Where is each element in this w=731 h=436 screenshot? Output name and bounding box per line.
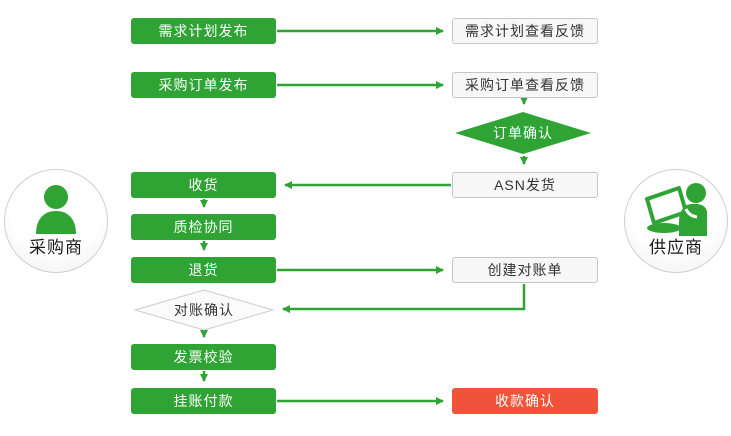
node-po-publish: 采购订单发布: [131, 72, 276, 98]
node-asn-shipping: ASN发货: [452, 172, 598, 198]
person-icon: [36, 185, 76, 234]
node-quality-collaboration: 质检协同: [131, 214, 276, 240]
node-demand-plan-publish: 需求计划发布: [131, 18, 276, 44]
decision-order-confirm: 订单确认: [454, 111, 592, 155]
decision-order-confirm-label: 订单确认: [493, 125, 553, 141]
decision-recon-confirm: 对账确认: [134, 289, 274, 331]
node-book-payment: 挂账付款: [131, 388, 276, 414]
person-laptop-icon: [645, 183, 707, 236]
diamond-shape: [134, 289, 274, 331]
node-create-statement: 创建对账单: [452, 257, 598, 283]
node-invoice-verification: 发票校验: [131, 344, 276, 370]
node-receive-goods: 收货: [131, 172, 276, 198]
node-demand-plan-feedback: 需求计划查看反馈: [452, 18, 598, 44]
diamond-shape: [455, 112, 591, 154]
actor-buyer: 采购商: [4, 169, 108, 273]
actor-buyer-label: 采购商: [29, 238, 83, 257]
decision-recon-confirm-label: 对账确认: [174, 302, 234, 318]
node-collection-confirm: 收款确认: [452, 388, 598, 414]
actor-supplier-label: 供应商: [649, 238, 703, 257]
node-po-feedback: 采购订单查看反馈: [452, 72, 598, 98]
actor-supplier: 供应商: [624, 169, 728, 273]
arrow-statement-to-recon-confirm: [282, 284, 526, 313]
node-return-goods: 退货: [131, 257, 276, 283]
